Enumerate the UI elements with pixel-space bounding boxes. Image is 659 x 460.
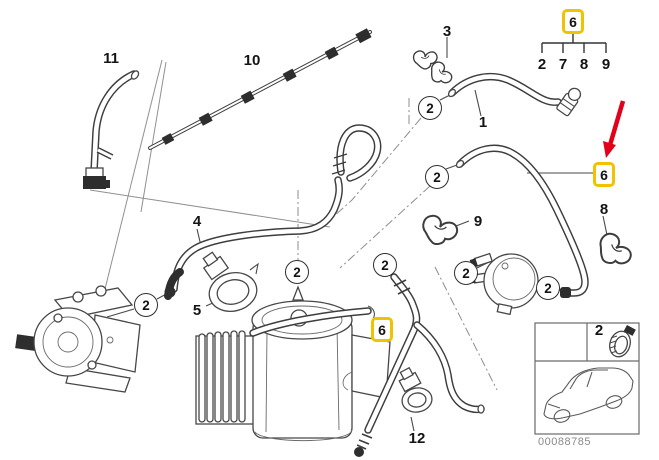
clips-3-drawing (410, 43, 456, 87)
callout-group6-2[interactable]: 2 (537, 56, 547, 73)
circled-callout-2-b[interactable]: 2 (425, 165, 449, 189)
hose-6-bottom-drawing (354, 273, 485, 457)
circled-callout-2-e[interactable]: 2 (454, 261, 478, 285)
callout-11[interactable]: 11 (103, 50, 119, 67)
callout-group6-8[interactable]: 8 (579, 56, 589, 73)
hose-4-drawing (164, 176, 343, 300)
callout-1[interactable]: 1 (478, 114, 488, 131)
callout-10[interactable]: 10 (243, 52, 261, 69)
injection-pump-drawing (15, 285, 141, 393)
legend-box (534, 322, 640, 435)
vacuum-pump-engine-drawing (195, 285, 391, 442)
clip-8-drawing (595, 230, 636, 269)
clamp-12-drawing (398, 366, 433, 413)
hose-6-right-drawing (455, 144, 589, 298)
circled-callout-2-c[interactable]: 2 (285, 260, 309, 284)
circled-callout-2-a[interactable]: 2 (418, 96, 442, 120)
callout-4[interactable]: 4 (192, 213, 202, 230)
callout-3[interactable]: 3 (442, 23, 452, 40)
pipe-10-drawing (148, 28, 372, 150)
callout-group6-9[interactable]: 9 (601, 56, 611, 73)
group6-bracket (541, 33, 607, 53)
legend-car-drawing (543, 367, 634, 423)
legend-clamp-qty[interactable]: 2 (594, 322, 604, 339)
clamp-5-drawing (202, 251, 259, 312)
clip-9-drawing (420, 210, 461, 248)
callout-12[interactable]: 12 (408, 430, 426, 447)
legend-image-code: 00088785 (538, 436, 591, 448)
circled-callout-2-f[interactable]: 2 (536, 276, 560, 300)
callout-group6-7[interactable]: 7 (558, 56, 568, 73)
circled-callout-2-g[interactable]: 2 (134, 293, 158, 317)
legend-clamp-icon (609, 325, 636, 358)
callout-9[interactable]: 9 (473, 213, 483, 230)
loop-hose-drawing (331, 124, 382, 182)
red-arrow (603, 100, 626, 158)
callout-5[interactable]: 5 (192, 302, 202, 319)
highlighted-callout-6-right[interactable]: 6 (593, 162, 615, 187)
hose-1-drawing (447, 72, 582, 117)
circled-callout-2-d[interactable]: 2 (373, 253, 397, 277)
pressure-converter-drawing (468, 252, 539, 316)
construction-lines (89, 59, 331, 298)
callout-8[interactable]: 8 (599, 201, 609, 218)
highlighted-callout-6-top[interactable]: 6 (562, 9, 584, 34)
highlighted-callout-6-bottom[interactable]: 6 (371, 317, 393, 342)
hose-11-drawing (83, 70, 140, 189)
